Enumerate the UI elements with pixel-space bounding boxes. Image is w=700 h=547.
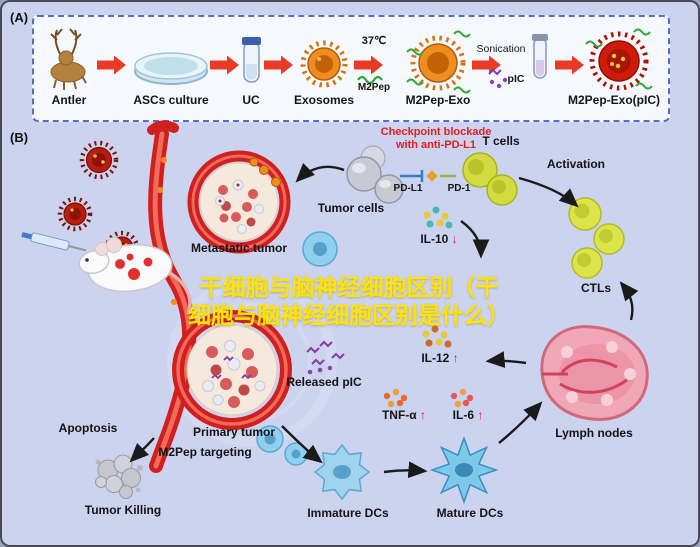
uc-tube-icon <box>242 37 261 83</box>
syringe-icon <box>21 231 87 252</box>
m2pep-exo-icon <box>406 30 471 94</box>
tnf-label: TNF-α ↑ <box>381 408 427 422</box>
m2pep-peptide-icon <box>357 75 383 85</box>
step-label-exosomes: Exosomes <box>293 93 355 107</box>
exosome-icon <box>300 40 348 88</box>
tnf-dots <box>383 388 408 408</box>
immature-dc <box>313 443 371 501</box>
apoptotic-cell <box>95 454 143 499</box>
sonication-tube-icon <box>532 34 548 79</box>
tumor-cells <box>346 145 404 204</box>
checkpoint-label-line1: Checkpoint blockade <box>380 126 492 138</box>
step-label-antler: Antler <box>51 93 87 107</box>
mature-dcs-label: Mature DCs <box>436 506 504 520</box>
released-pic-label: Released pIC <box>286 375 362 389</box>
m2pep-exo-pic-icon <box>585 28 653 91</box>
il12-label: IL-12 ↑ <box>421 351 459 365</box>
petri-dish-icon <box>134 52 208 85</box>
mouse <box>78 237 192 315</box>
macrophage-cells <box>256 231 338 466</box>
pic-label: pIC <box>507 73 525 85</box>
sonication-label: Sonication <box>476 43 526 55</box>
metastatic-tumor-label: Metastatic tumor <box>190 241 288 255</box>
t-cells-label: T cells <box>482 134 520 148</box>
il12-dots <box>422 325 452 348</box>
ctl-cells <box>568 197 625 279</box>
pd-l1-pd-1-link <box>400 170 456 182</box>
flow-arrows <box>129 163 639 479</box>
lymph-node <box>540 325 649 421</box>
lymph-nodes-label: Lymph nodes <box>555 426 633 440</box>
m2pep-targeting-label: M2Pep targeting <box>158 445 252 459</box>
step-label-m2pep-exo-pic: M2Pep-Exo(pIC) <box>567 93 661 107</box>
step-label-ascs-culture: ASCs culture <box>133 93 209 107</box>
il6-dots <box>450 388 474 408</box>
immature-dcs-label: Immature DCs <box>307 506 389 520</box>
primary-tumor-label: Primary tumor <box>192 425 276 439</box>
il10-label: IL-10 ↓ <box>420 232 458 246</box>
watermark-line2: 细胞与脑神经细胞区别是什么） <box>188 302 510 328</box>
released-pic-cluster <box>306 340 345 375</box>
tumor-cells-label: Tumor cells <box>317 201 385 215</box>
panel-b-tag: (B) <box>10 130 29 145</box>
metastatic-tumor <box>187 150 291 254</box>
m2pep-label: M2Pep <box>357 82 391 93</box>
tumor-killing-label: Tumor Killing <box>84 503 162 517</box>
pd-l1-label: PD-L1 <box>393 183 423 194</box>
primary-tumor <box>172 310 292 430</box>
step-label-m2pep-exo: M2Pep-Exo <box>405 93 471 107</box>
mature-dc <box>429 435 499 505</box>
pic-dots-icon <box>488 68 508 89</box>
temp-label: 37℃ <box>361 35 387 47</box>
ctls-label: CTLs <box>581 281 611 295</box>
il6-label: IL-6 ↑ <box>452 408 484 422</box>
il10-dots <box>423 206 453 229</box>
pd-1-label: PD-1 <box>447 183 471 194</box>
watermark-line1: 干细胞与脑神经细胞区别（干 <box>199 274 499 300</box>
panel-a-tag: (A) <box>10 10 29 25</box>
step-label-uc: UC <box>242 93 260 107</box>
blood-vessel <box>147 120 197 473</box>
checkpoint-label-line2: with anti-PD-L1 <box>395 139 477 151</box>
antler-deer-icon <box>50 28 87 90</box>
activation-label: Activation <box>546 157 606 171</box>
t-cells <box>462 152 518 206</box>
apoptosis-label: Apoptosis <box>58 421 118 435</box>
